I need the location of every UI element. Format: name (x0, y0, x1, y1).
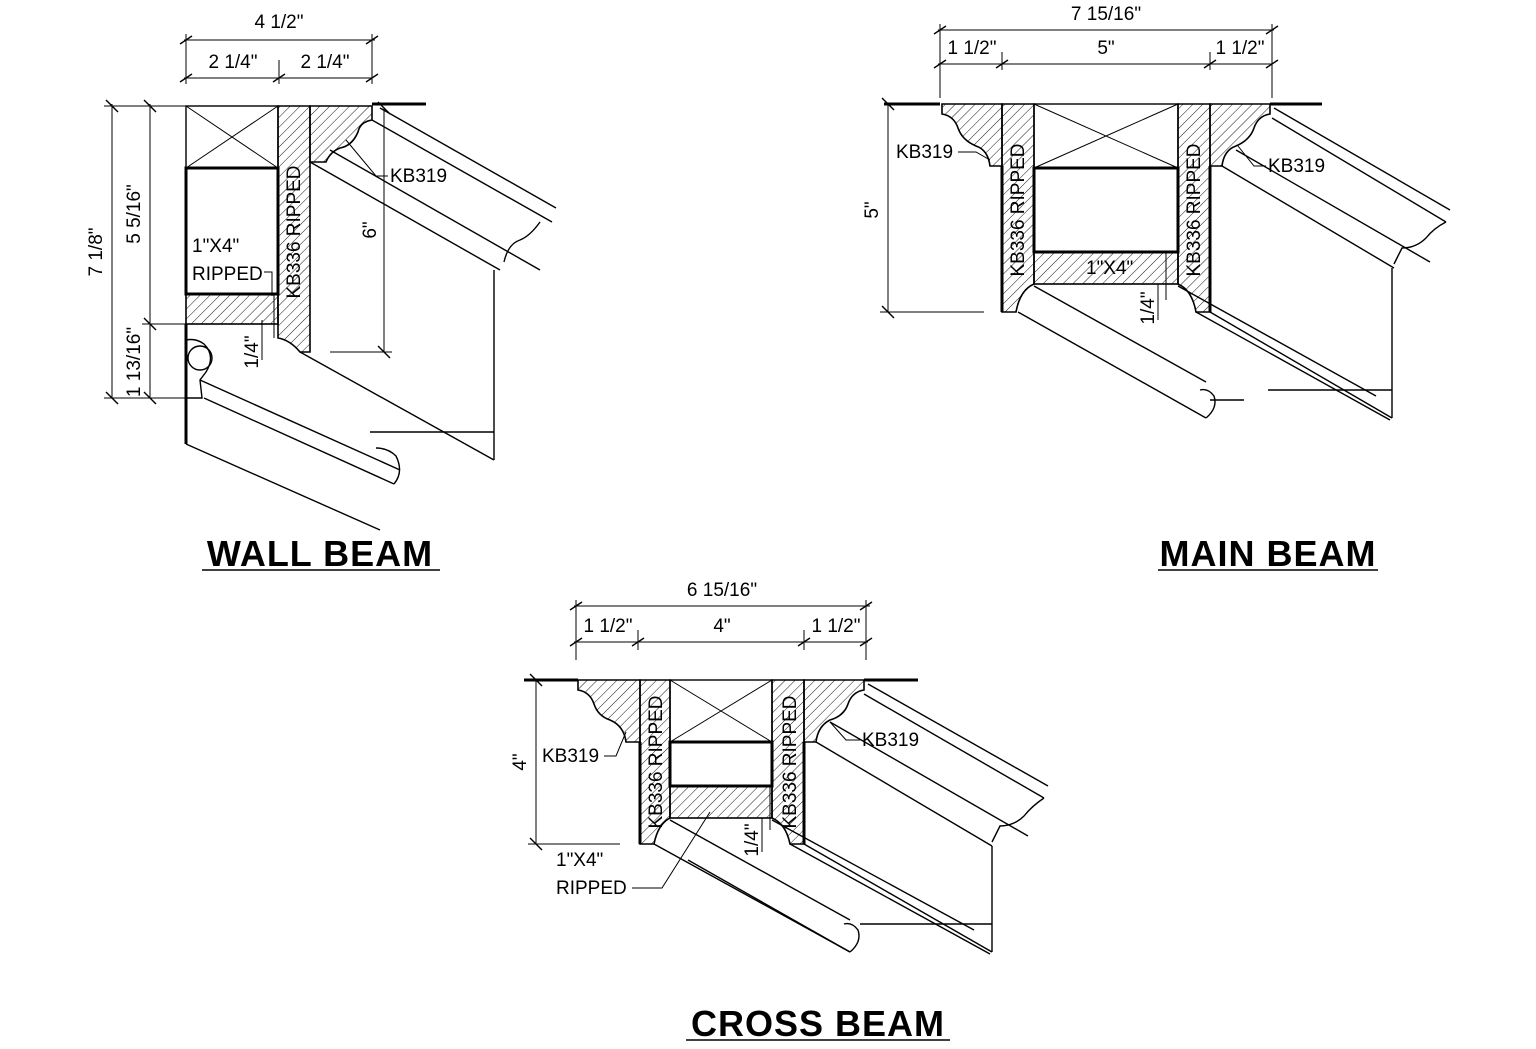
cross-label-ripped-right: KB336 RIPPED (780, 695, 801, 828)
cross-dim-left: 1 1/2" (583, 616, 632, 637)
cross-dim-right: 1 1/2" (811, 616, 860, 637)
wall-left-dimensions: 7 1/8" 5 5/16" 1 13/16" (86, 99, 186, 405)
cross-dim-center: 4" (713, 616, 730, 637)
main-dim-right: 1 1/2" (1215, 38, 1264, 59)
wall-dim-right: 2 1/4" (300, 52, 349, 73)
main-label-ripped-left: KB336 RIPPED (1008, 143, 1029, 276)
main-label-molding-right: KB319 (1268, 156, 1325, 177)
main-beam-title: MAIN BEAM (1160, 533, 1377, 574)
main-dim-left: 1 1/2" (947, 38, 996, 59)
main-dim-quarter: 1/4" (1138, 291, 1159, 324)
cross-label-ripped-left: KB336 RIPPED (646, 695, 667, 828)
cross-beam-detail: 6 15/16" 1 1/2" 4" 1 1/2" 4" (510, 580, 1049, 1044)
wall-beam-detail: 4 1/2" 2 1/4" 2 1/4" 7 1/8" 5 5/16" 1 13… (86, 12, 557, 574)
main-section: 1/4" KB336 RIPPED KB336 RIPPED 1"X4" KB3… (884, 102, 1451, 421)
wall-top-dimensions: 4 1/2" 2 1/4" 2 1/4" (179, 12, 379, 84)
cross-dim-quarter: 1/4" (742, 823, 763, 856)
main-label-ripped-right: KB336 RIPPED (1184, 143, 1205, 276)
main-left-dimension: 5" (862, 97, 984, 319)
wall-dim-upper-height: 5 5/16" (124, 184, 145, 244)
main-dim-center: 5" (1097, 38, 1114, 59)
wall-label-ripped: KB336 RIPPED (284, 165, 305, 298)
wall-dim-lower-height: 1 13/16" (124, 327, 145, 397)
cross-label-molding-left: KB319 (542, 746, 599, 767)
wall-dim-left: 2 1/4" (208, 52, 257, 73)
cross-label-board-line2: RIPPED (556, 878, 627, 899)
wall-label-molding: KB319 (390, 166, 447, 187)
wall-section: 6" 1/4" KB336 RIPPED 1"X4" RIPPED KB319 (184, 101, 557, 531)
cross-section: 1/4" KB336 RIPPED KB336 RIPPED KB319 KB3… (524, 678, 1049, 955)
cross-label-molding-right: KB319 (862, 730, 919, 751)
cross-label-board-line1: 1"X4" (556, 850, 603, 871)
main-label-molding-left: KB319 (896, 142, 953, 163)
main-dim-height: 5" (862, 201, 883, 218)
wall-label-board-line1: 1"X4" (192, 236, 239, 257)
cross-dim-total-width: 6 15/16" (687, 580, 757, 601)
main-top-dimensions: 7 15/16" 1 1/2" 5" 1 1/2" (933, 4, 1279, 98)
wall-dim-total-width: 4 1/2" (254, 12, 303, 33)
cross-dim-height: 4" (510, 753, 531, 770)
wall-label-board-line2: RIPPED (192, 264, 263, 285)
wall-dim-quarter: 1/4" (242, 335, 263, 368)
main-label-board: 1"X4" (1086, 258, 1133, 279)
wall-dim-six: 6" (360, 221, 381, 238)
cross-top-dimensions: 6 15/16" 1 1/2" 4" 1 1/2" (569, 580, 873, 660)
wall-dim-total-height: 7 1/8" (86, 227, 107, 276)
main-dim-total-width: 7 15/16" (1071, 4, 1141, 25)
main-beam-detail: 7 15/16" 1 1/2" 5" 1 1/2" 5" (862, 4, 1451, 574)
wall-beam-title: WALL BEAM (207, 533, 433, 574)
cross-beam-title: CROSS BEAM (691, 1003, 945, 1044)
